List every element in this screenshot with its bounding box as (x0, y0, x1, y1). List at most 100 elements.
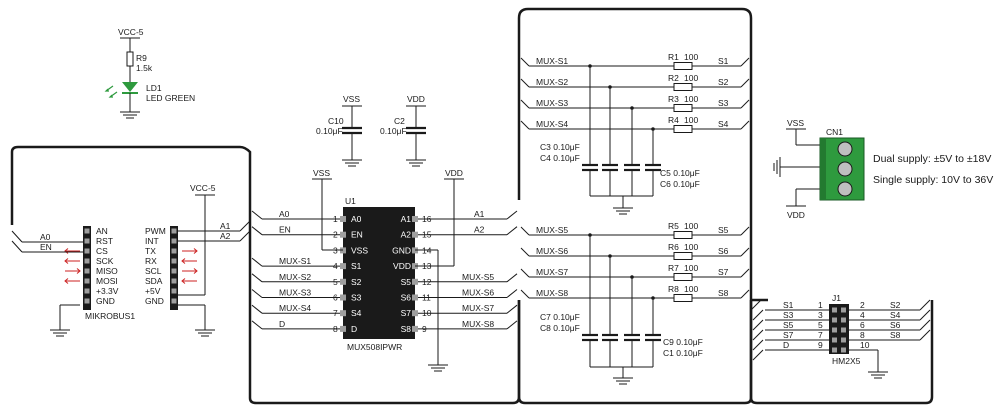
c7-label: C7 0.10μF (540, 312, 580, 322)
filter-exit (740, 120, 750, 130)
led-light-arrow-icon-2 (108, 91, 118, 98)
mikrobus-right-header (170, 226, 178, 310)
chip-right-pin-label: A1 (401, 214, 412, 224)
j1-name: HM2X5 (832, 356, 861, 366)
cn1-vss: VSS (787, 118, 804, 128)
chip-left-pin-label: S3 (351, 293, 362, 303)
chip-left-pin-pad (340, 216, 346, 222)
filter-r-ref: R4 (668, 115, 679, 125)
j1-ref: J1 (832, 293, 841, 303)
mikrobus-right-pin-dot (171, 258, 177, 264)
chip-ground-icon (428, 364, 448, 372)
chip-left-entry (251, 226, 263, 236)
mikrobus-vcc-label: VCC-5 (190, 183, 216, 193)
cn1-ground-icon (773, 157, 781, 177)
mikrobus-left-pin-dot (84, 278, 90, 284)
filter-r-val: 100 (684, 221, 698, 231)
filter-resistor (673, 104, 693, 112)
chip-right-net-label: A1 (474, 209, 485, 219)
chip-left-pin-label: A0 (351, 214, 362, 224)
filter-out-label: S3 (718, 98, 729, 108)
mikrobus-net-a1: A1 (220, 221, 231, 231)
j1-pin-right (841, 337, 846, 343)
j1-right-exit (919, 299, 931, 311)
cn1-screw-icon-1 (837, 141, 853, 157)
chip-right-pin-pad (412, 294, 418, 301)
filter-bot-junction-dot (588, 233, 592, 237)
mikrobus-arrow-head (193, 268, 198, 274)
chip-right-pin-label: S8 (401, 324, 412, 334)
filter-resistor (673, 62, 693, 70)
j1-left-num: 1 (818, 300, 823, 310)
c5-label: C5 0.10μF (660, 168, 700, 178)
j1-left-label: S5 (783, 320, 794, 330)
chip-left-entry (251, 289, 263, 298)
filter-exit (740, 57, 750, 67)
filter-out-label: S8 (718, 288, 729, 298)
filter-resistor (673, 125, 693, 133)
filter-r-ref: R2 (668, 73, 679, 83)
filter-r-val: 100 (684, 242, 698, 252)
filter-top-ground-icon (613, 207, 633, 215)
mikrobus-name: MIKROBUS1 (85, 311, 135, 321)
filter-entry (520, 226, 530, 236)
header-frame (749, 298, 934, 405)
chip-right-pin-label: GND (392, 245, 411, 255)
j1-right-label: S2 (890, 300, 901, 310)
filter-exit (740, 268, 750, 278)
cn1-connector: VSS VDD CN1 Dual supply: ±5V to ±18V Sin… (773, 118, 993, 220)
filter-entry (520, 78, 530, 88)
r9-resistor (126, 51, 134, 67)
chip-right-pin-label: S6 (401, 293, 412, 303)
j1-left-num: 5 (818, 320, 823, 330)
mikrobus-right-pin-label: TX (145, 246, 156, 256)
chip-left-pin-label: S4 (351, 308, 362, 318)
j1-right-num: 10 (860, 340, 870, 350)
j1-right-label: S8 (890, 330, 901, 340)
mikrobus-arrow-icon (182, 268, 198, 274)
j1-right-label: S6 (890, 320, 901, 330)
filter-frame (517, 7, 753, 405)
chip-left-net-label: A0 (279, 209, 290, 219)
chip-left-pin-label: EN (351, 230, 363, 240)
c2-net: VDD (407, 94, 425, 104)
ld1-led-icon (122, 82, 138, 92)
j1-left-num: 7 (818, 330, 823, 340)
filter-exit (740, 226, 750, 236)
filter-r-val: 100 (684, 284, 698, 294)
chip-right-entry (506, 273, 518, 283)
mikrobus-arrow-icon (181, 258, 197, 264)
c2-val: 0.10μF (380, 126, 407, 136)
chip-right-pin-pad (412, 325, 418, 332)
mikrobus-right-pin-dot (171, 288, 177, 294)
chip-left-pins: A01A0EN2ENVSS3S14MUX-S1S25MUX-S2S36MUX-S… (251, 209, 368, 334)
chip-left-net-label: MUX-S2 (279, 272, 311, 282)
j1-left-entry (752, 339, 764, 351)
filter-out-label: S4 (718, 119, 729, 129)
filter-exit (740, 78, 750, 88)
c9-label: C9 0.10μF (663, 337, 703, 347)
filter-net-label: MUX-S4 (536, 119, 568, 129)
mikrobus-frame (10, 145, 252, 225)
c10-val: 0.10μF (316, 126, 343, 136)
j1-pin-left (832, 327, 837, 333)
cn1-ref: CN1 (826, 127, 843, 137)
filter-resistor (673, 273, 693, 281)
mikrobus-right-pin-label: INT (145, 236, 159, 246)
chip-left-entry (251, 304, 263, 314)
header-entry-1 (750, 299, 762, 311)
chip-left-net-label: MUX-S3 (279, 288, 311, 298)
filter-net-label: MUX-S1 (536, 56, 568, 66)
j1-left-entry (752, 319, 764, 331)
c3-label: C3 0.10μF (540, 142, 580, 152)
filter-top-junction-dot (588, 64, 592, 68)
j1-pin-right (841, 327, 846, 333)
led-section: VCC-5 R9 1.5k LD1 LED GREEN (104, 27, 195, 119)
filter-entry (520, 289, 530, 299)
j1-left-label: S7 (783, 330, 794, 340)
filter-exit (740, 99, 750, 109)
mikrobus-left-pin-label: +3.3V (96, 286, 119, 296)
